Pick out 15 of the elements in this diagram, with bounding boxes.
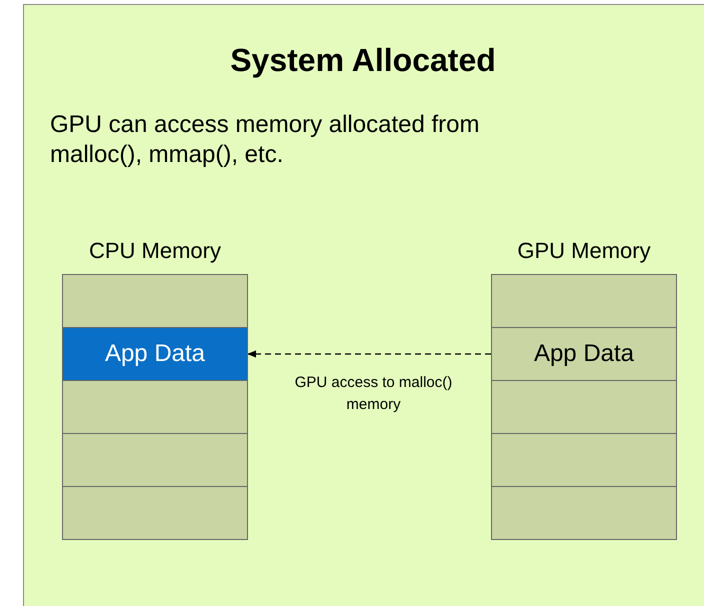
title: System Allocated — [229, 42, 497, 79]
memory-block: App Data — [62, 327, 248, 381]
memory-slot — [62, 486, 248, 540]
stack-heading: GPU Memory — [516, 238, 652, 264]
memory-slot — [491, 433, 677, 487]
memory-slot — [62, 433, 248, 487]
memory-slot — [62, 380, 248, 434]
stack-heading: CPU Memory — [88, 238, 222, 264]
description-text: GPU can access memory allocated from malloc(), mmap(), etc. — [50, 110, 480, 170]
memory-slot — [62, 274, 248, 328]
memory-slot — [491, 274, 677, 328]
dashed-arrow — [247, 350, 491, 358]
memory-block: App Data — [491, 327, 677, 381]
memory-slot — [491, 486, 677, 540]
memory-slot — [491, 380, 677, 434]
